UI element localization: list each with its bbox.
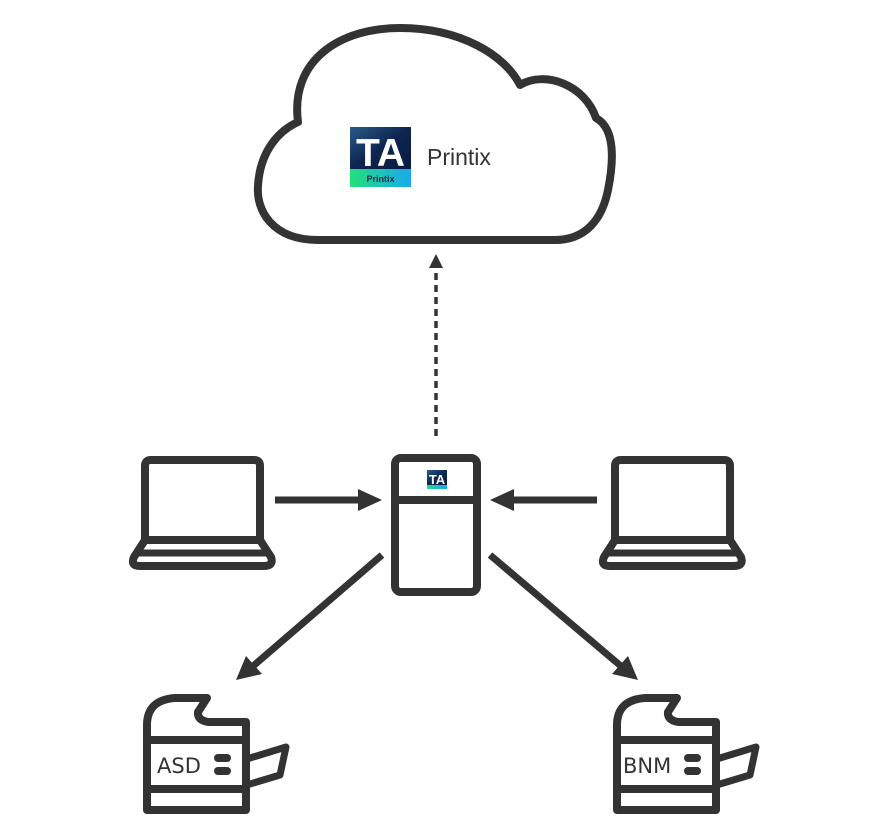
laptop-icon: [128, 456, 276, 570]
printix-logo: TA Printix: [350, 127, 411, 187]
printer-icon: ASD: [143, 694, 290, 814]
connection-server-to-printer-right: [487, 552, 638, 680]
cloud-outline: [253, 24, 616, 244]
printer-icon: BNM: [613, 694, 760, 814]
printer-label: BNM: [623, 754, 671, 778]
connection-laptop-left-to-server: [275, 489, 382, 511]
logo-sub-label: Printix: [366, 174, 394, 184]
server-logo: TA: [427, 470, 447, 489]
connection-server-to-cloud: [429, 254, 443, 436]
connection-laptop-right-to-server: [490, 489, 597, 511]
arrowhead-icon: [236, 656, 262, 680]
server-outline: [391, 454, 481, 596]
arrowhead-icon: [429, 254, 443, 268]
laptop-icon: [598, 456, 746, 570]
arrowhead-icon: [358, 489, 382, 511]
logo-letters: TA: [356, 132, 405, 175]
arrowhead-icon: [612, 656, 638, 680]
server-logo-letters: TA: [429, 472, 446, 487]
arrowhead-icon: [490, 489, 514, 511]
cloud: TA Printix Printix: [253, 24, 616, 244]
printer-label: ASD: [157, 754, 201, 778]
cloud-service-name: Printix: [427, 144, 491, 170]
print-server: TA: [391, 454, 481, 596]
connection-server-to-printer-left: [236, 552, 385, 680]
